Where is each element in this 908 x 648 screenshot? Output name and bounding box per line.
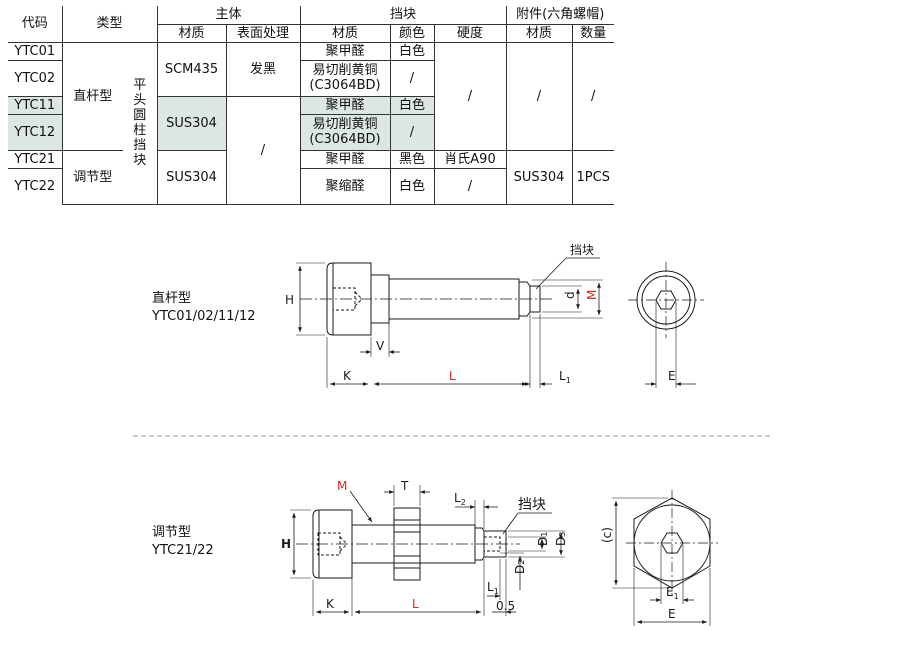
- header-code: 代码: [8, 6, 63, 43]
- spec-table: 代码 类型 主体 挡块 附件(六角螺帽) 材质 表面处理 材质 颜色 硬度 材质…: [8, 6, 614, 205]
- hardness-slash: /: [433, 41, 507, 151]
- figure2-caption: 调节型 YTC21/22: [152, 525, 214, 558]
- header-accessory: 附件(六角螺帽): [505, 6, 614, 25]
- fig2-label-D3: D3: [554, 532, 568, 546]
- fig2-label-E1: E1: [666, 585, 679, 601]
- fig2-label-E: E: [668, 607, 676, 621]
- hardness-a90: 肖氏A90: [433, 149, 507, 169]
- fig2-label-D1: D1: [536, 532, 550, 546]
- fig2-label-stopper: 挡块: [518, 497, 546, 513]
- fig2-label-H: H: [281, 537, 291, 551]
- code-ytc22: YTC22: [8, 167, 63, 204]
- category-vertical: 平头圆柱挡块: [123, 41, 158, 205]
- body-material-sus304-b: SUS304: [156, 149, 227, 205]
- fig1-label-M: M: [585, 290, 599, 300]
- header-stopper-material: 材质: [299, 23, 391, 43]
- code-ytc01: YTC01: [8, 41, 63, 61]
- acc-qty-slash: /: [571, 41, 614, 151]
- acc-qty-1pcs: 1PCS: [571, 149, 614, 205]
- stopper-brass-1: 易切削黄铜(C3064BD): [299, 59, 391, 97]
- fig1-label-E: E: [668, 369, 676, 383]
- fig1-label-H: H: [285, 293, 294, 307]
- type-straight: 直杆型: [61, 41, 123, 151]
- code-ytc11: YTC11: [8, 95, 63, 115]
- type-adjust: 调节型: [61, 149, 123, 205]
- fig2-label-05: 0.5: [496, 599, 515, 613]
- fig2-label-L: L: [412, 597, 419, 611]
- fig2-label-D2: D2: [513, 560, 527, 574]
- fig2-label-K: K: [326, 597, 335, 611]
- color-slash-2: /: [389, 113, 435, 151]
- header-color: 颜色: [389, 23, 435, 43]
- surface-black: 发黑: [225, 41, 301, 97]
- body-material-scm435: SCM435: [156, 41, 227, 97]
- fig2-label-c: (c): [600, 527, 614, 543]
- fig2-endview-hex-socket: [660, 532, 684, 554]
- stopper-acetal: 聚缩醛: [299, 167, 391, 205]
- fig1-label-V: V: [376, 339, 385, 353]
- figure1-caption: 直杆型 YTC01/02/11/12: [152, 291, 256, 324]
- hardness-slash-2: /: [433, 167, 507, 205]
- fig2-label-L1: L1: [487, 580, 499, 596]
- fig1-label-d: d: [563, 291, 577, 299]
- fig1-label-stopper: 挡块: [570, 243, 594, 257]
- acc-material-sus304: SUS304: [505, 149, 573, 205]
- code-ytc21: YTC21: [8, 149, 63, 169]
- fig2-label-M: M: [337, 479, 347, 493]
- fig2-label-T: T: [400, 479, 409, 493]
- fig1-label-L: L: [449, 369, 456, 383]
- body-material-sus304-a: SUS304: [156, 95, 227, 151]
- fig1-label-L1: L1: [559, 369, 571, 385]
- fig1-label-K: K: [343, 369, 352, 383]
- stopper-pom-2: 聚甲醛: [299, 95, 391, 115]
- fig2-label-L2: L2: [454, 491, 466, 507]
